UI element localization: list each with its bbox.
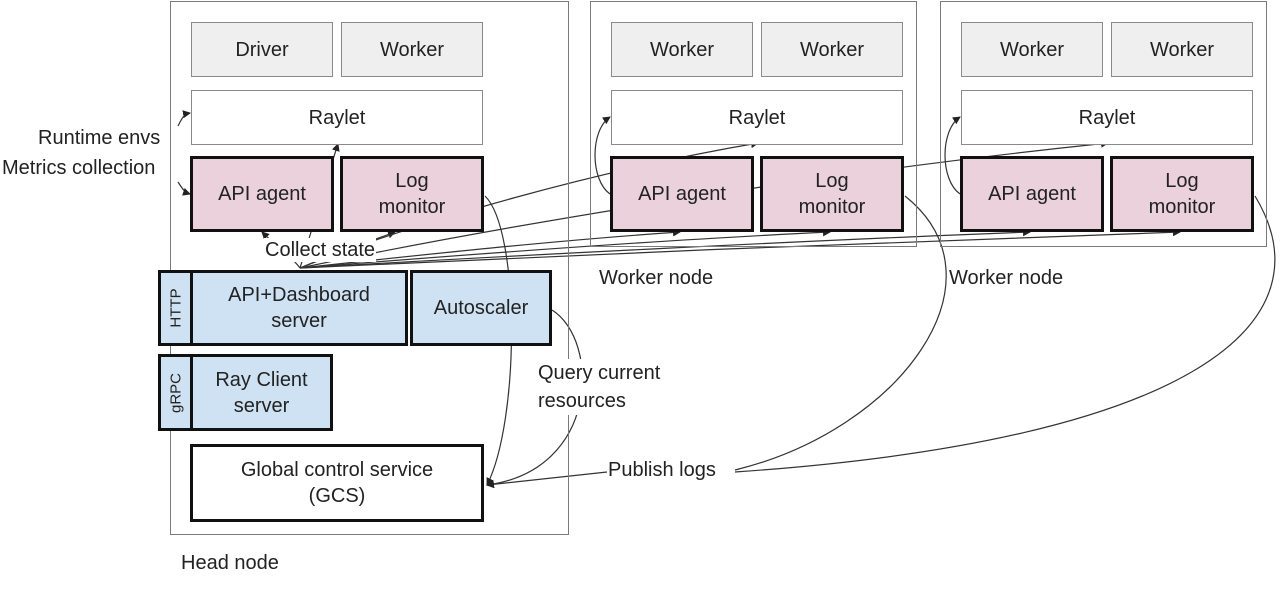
worker-node-1-worker-box-2: Worker <box>761 22 903 77</box>
worker-node-2-container <box>940 1 1267 247</box>
http-protocol-tab: HTTP <box>158 270 193 346</box>
head-raylet-box: Raylet <box>191 90 483 145</box>
worker-node-1-log-monitor-box: Log monitor <box>760 156 904 232</box>
collect-state-label: Collect state <box>264 238 377 262</box>
worker-node-1-api-agent-box: API agent <box>610 156 754 232</box>
head-log-monitor-box: Log monitor <box>340 156 484 232</box>
worker-node-2-log-monitor-box: Log monitor <box>1110 156 1254 232</box>
worker-node-1-raylet-box: Raylet <box>611 90 903 145</box>
publish-logs-label: Publish logs <box>607 458 717 482</box>
head-worker-box: Worker <box>341 22 483 77</box>
worker-node-1-label: Worker node <box>599 267 714 289</box>
head-node-container <box>170 1 569 535</box>
worker-node-1-container <box>590 1 917 247</box>
grpc-tab-label: gRPC <box>167 372 184 413</box>
http-tab-label: HTTP <box>167 288 184 328</box>
worker-node-2-label: Worker node <box>949 267 1064 289</box>
worker-node-1-worker-box-1: Worker <box>611 22 753 77</box>
head-api-agent-box: API agent <box>190 156 334 232</box>
worker-node-2-raylet-box: Raylet <box>961 90 1253 145</box>
query-current-resources-label: Query current resources <box>538 359 661 415</box>
autoscaler-box: Autoscaler <box>410 270 552 346</box>
worker-node-2-api-agent-box: API agent <box>960 156 1104 232</box>
runtime-envs-label: Runtime envs <box>38 127 161 149</box>
ray-client-server-box: Ray Client server <box>190 354 333 431</box>
grpc-protocol-tab: gRPC <box>158 354 193 431</box>
worker-node-2-worker-box-1: Worker <box>961 22 1103 77</box>
gcs-box: Global control service (GCS) <box>190 444 484 522</box>
head-driver-box: Driver <box>191 22 333 77</box>
metrics-collection-label: Metrics collection <box>2 157 156 179</box>
worker-node-2-worker-box-2: Worker <box>1111 22 1253 77</box>
head-node-label: Head node <box>181 552 279 574</box>
api-dashboard-server-box: API+Dashboard server <box>190 270 408 346</box>
